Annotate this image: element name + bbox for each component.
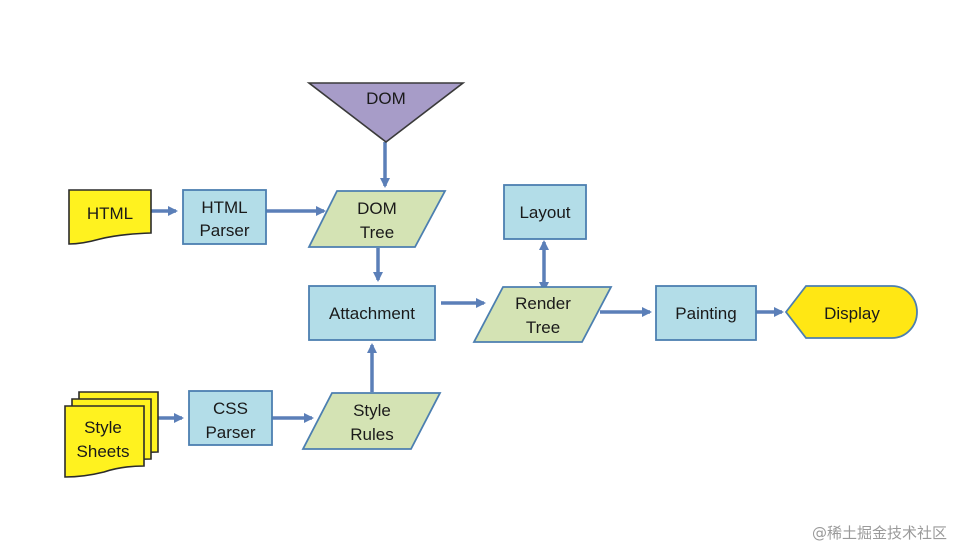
dom-tree-label-line2: Tree [360, 223, 394, 242]
node-display: Display [784, 285, 918, 339]
node-layout: Layout [503, 184, 587, 240]
html-parser-box [182, 189, 267, 245]
style-sheets-label-line2: Sheets [77, 442, 130, 461]
dom-triangle-shape [306, 82, 466, 144]
style-rules-label-line1: Style [353, 401, 391, 420]
html-label: HTML [87, 204, 133, 223]
painting-label: Painting [675, 304, 736, 323]
node-style-sheets: Style Sheets [64, 391, 159, 478]
layout-label: Layout [519, 203, 570, 222]
node-attachment: Attachment [308, 285, 436, 341]
attachment-box [308, 285, 436, 341]
css-parser-box [188, 390, 273, 446]
html-parser-label-line1: HTML [201, 198, 247, 217]
watermark-text: @稀土掘金技术社区 [811, 524, 947, 542]
display-shape [784, 285, 918, 339]
dom-tree-shape [307, 190, 447, 248]
render-tree-label-line1: Render [515, 294, 571, 313]
node-dom: DOM [306, 82, 466, 144]
node-html-parser: HTML Parser [182, 189, 267, 245]
style-sheets-front-page [64, 405, 145, 478]
render-tree-shape [472, 286, 613, 343]
dom-tree-label-line1: DOM [357, 199, 397, 218]
node-dom-tree: DOM Tree [307, 190, 447, 248]
dom-label: DOM [366, 89, 406, 108]
style-sheets-label-line1: Style [84, 418, 122, 437]
painting-box [655, 285, 757, 341]
node-render-tree: Render Tree [472, 286, 613, 343]
edges [151, 142, 784, 423]
layout-box [503, 184, 587, 240]
node-css-parser: CSS Parser [188, 390, 273, 446]
css-parser-label-line2: Parser [205, 423, 255, 442]
node-style-rules: Style Rules [301, 392, 442, 450]
html-parser-label-line2: Parser [199, 221, 249, 240]
style-rules-shape [301, 392, 442, 450]
html-document-shape [68, 189, 152, 245]
attachment-label: Attachment [329, 304, 415, 323]
node-painting: Painting [655, 285, 757, 341]
render-tree-label-line2: Tree [526, 318, 560, 337]
css-parser-label-line1: CSS [213, 399, 248, 418]
node-html-document: HTML [68, 189, 152, 245]
display-label: Display [824, 304, 880, 323]
style-rules-label-line2: Rules [350, 425, 393, 444]
